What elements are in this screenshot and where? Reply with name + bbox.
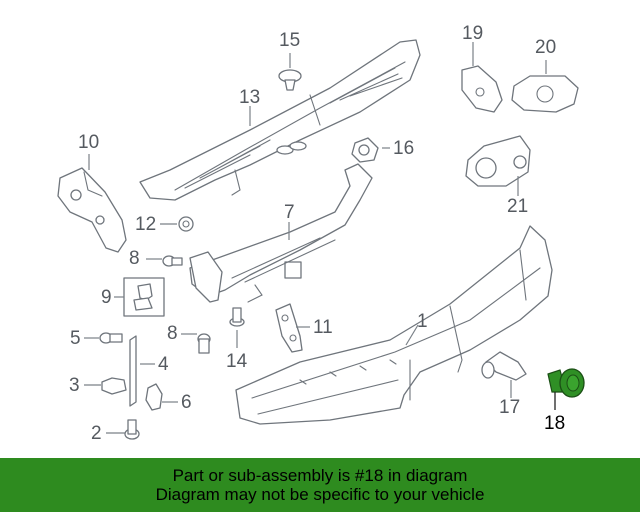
callout-9: 9 bbox=[101, 287, 112, 308]
callout-16: 16 bbox=[393, 138, 415, 159]
part-18-highlighted[interactable] bbox=[547, 368, 585, 398]
part-13-step-pad[interactable] bbox=[139, 39, 421, 201]
part-8-bolt-lower[interactable] bbox=[197, 333, 211, 354]
part-21-trailer-socket[interactable] bbox=[465, 135, 531, 187]
banner-line-1: Part or sub-assembly is #18 in diagram bbox=[172, 466, 468, 485]
callout-8-upper: 8 bbox=[129, 248, 140, 269]
callout-11: 11 bbox=[313, 317, 333, 338]
part-17-sensor[interactable] bbox=[481, 351, 527, 381]
part-3-clip[interactable] bbox=[101, 377, 127, 395]
part-15-push-pin[interactable] bbox=[278, 69, 302, 91]
callout-13: 13 bbox=[239, 87, 261, 108]
callout-21: 21 bbox=[507, 196, 529, 217]
callout-19: 19 bbox=[462, 23, 484, 44]
banner-line-2: Diagram may not be specific to your vehi… bbox=[155, 485, 485, 504]
part-6-clip[interactable] bbox=[145, 383, 163, 411]
callout-15: 15 bbox=[279, 30, 301, 51]
part-4-bar[interactable] bbox=[129, 335, 137, 407]
part-8-bolt-upper[interactable] bbox=[162, 255, 183, 267]
callout-14: 14 bbox=[226, 351, 248, 372]
part-2-bolt[interactable] bbox=[124, 419, 140, 440]
callout-3: 3 bbox=[69, 375, 80, 396]
part-1-rear-bumper[interactable] bbox=[235, 225, 553, 425]
part-14-stud[interactable] bbox=[229, 307, 245, 327]
callout-8-lower: 8 bbox=[167, 323, 178, 344]
part-20-cover[interactable] bbox=[511, 75, 579, 113]
callout-10: 10 bbox=[78, 132, 100, 153]
leader-lines bbox=[84, 42, 556, 434]
callout-1: 1 bbox=[417, 311, 428, 332]
part-19-bracket[interactable] bbox=[461, 65, 503, 113]
part-11-brace[interactable] bbox=[275, 303, 303, 353]
callout-4: 4 bbox=[158, 354, 169, 375]
callout-20: 20 bbox=[535, 37, 557, 58]
part-5-bolt[interactable] bbox=[99, 332, 123, 344]
part-10-bracket[interactable] bbox=[57, 167, 127, 253]
part-16-gasket[interactable] bbox=[351, 137, 379, 163]
callout-12: 12 bbox=[135, 214, 157, 235]
parts-diagram bbox=[57, 39, 585, 440]
callout-2: 2 bbox=[91, 423, 102, 444]
callout-17: 17 bbox=[499, 397, 521, 418]
callout-7: 7 bbox=[284, 202, 295, 223]
callout-5: 5 bbox=[70, 328, 81, 349]
part-12-nut[interactable] bbox=[178, 216, 194, 232]
info-banner: Part or sub-assembly is #18 in diagram D… bbox=[0, 458, 640, 512]
callout-6: 6 bbox=[181, 392, 192, 413]
part-7-hitch-receiver[interactable] bbox=[189, 163, 373, 303]
part-9-clip-box[interactable] bbox=[123, 277, 165, 317]
callout-18: 18 bbox=[544, 413, 566, 434]
